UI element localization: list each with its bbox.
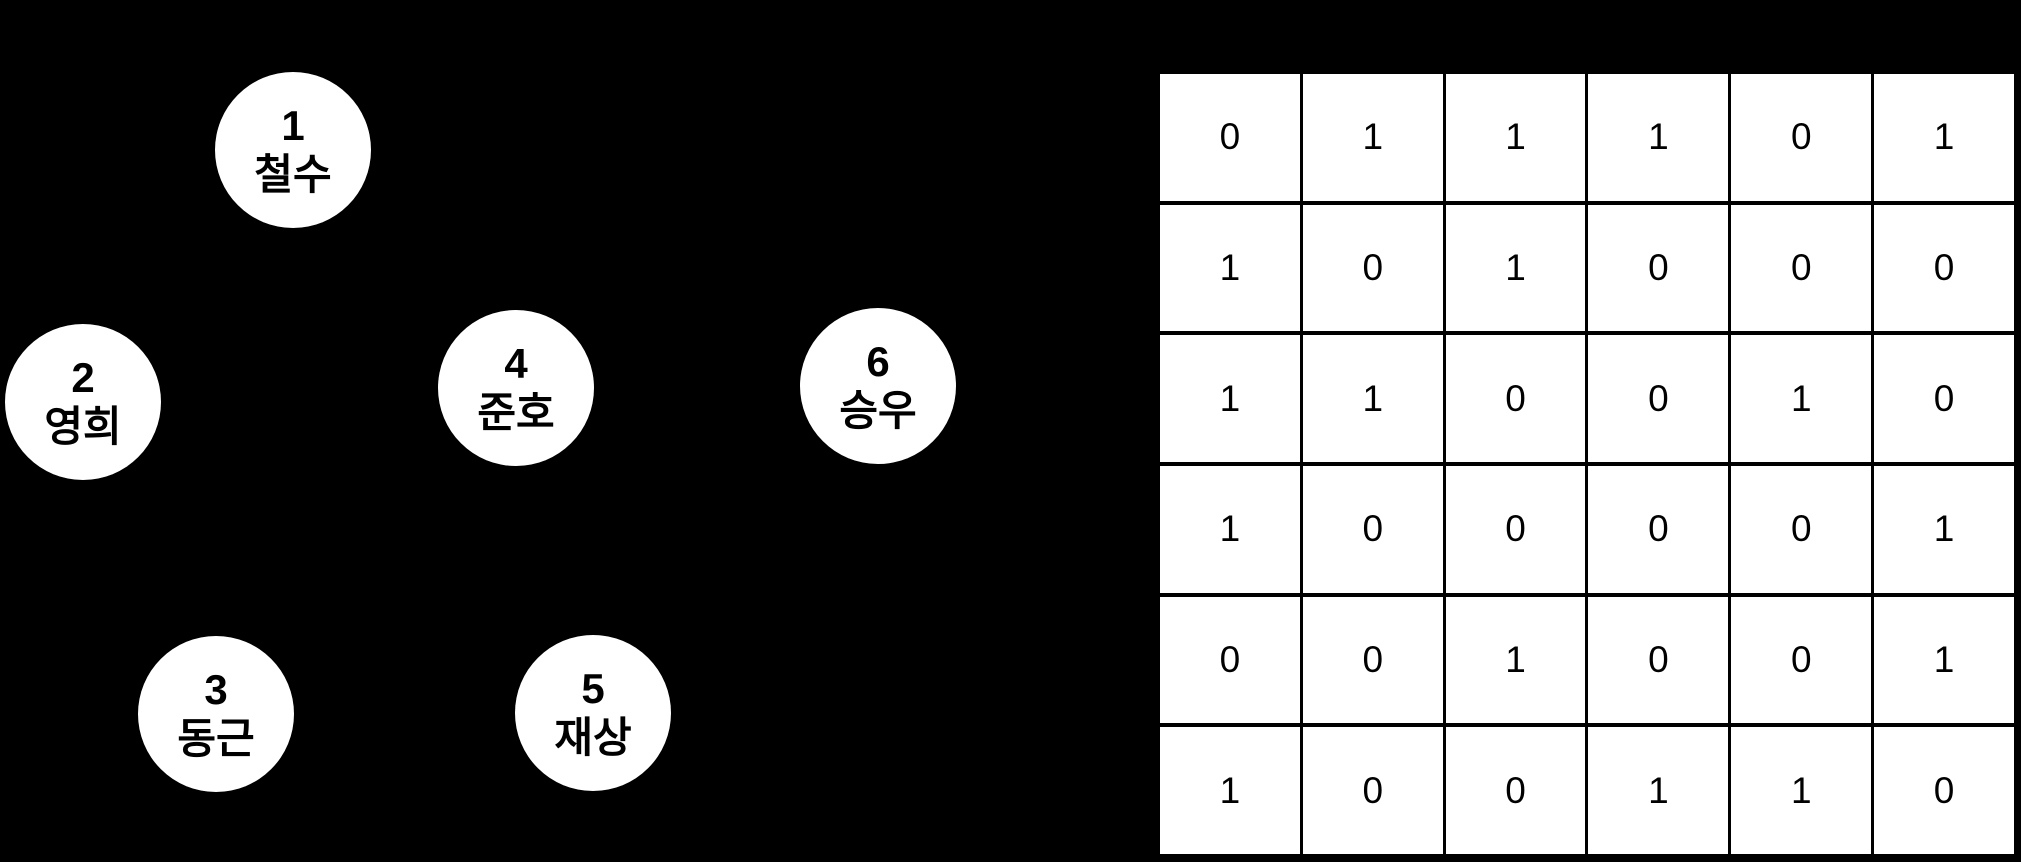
matrix-cell-1-2: 1 — [1302, 74, 1443, 201]
matrix-cell-4-4: 0 — [1588, 465, 1729, 593]
matrix-cell-1-1: 0 — [1160, 74, 1300, 201]
matrix-cell-2-6: 0 — [1874, 204, 2014, 332]
matrix-cell-2-3: 1 — [1445, 204, 1586, 332]
matrix-cell-3-6: 0 — [1874, 335, 2014, 462]
matrix-cell-2-4: 0 — [1588, 204, 1729, 332]
matrix-cell-5-5: 0 — [1731, 596, 1872, 724]
matrix-cell-2-1: 1 — [1160, 204, 1300, 332]
matrix-cell-1-4: 1 — [1588, 74, 1729, 201]
matrix-cell-3-4: 0 — [1588, 335, 1729, 462]
matrix-cell-3-1: 1 — [1160, 335, 1300, 462]
matrix-cell-6-1: 1 — [1160, 727, 1300, 854]
matrix-cell-6-5: 1 — [1731, 727, 1872, 854]
matrix-cell-6-4: 1 — [1588, 727, 1729, 854]
matrix-cell-3-3: 0 — [1445, 335, 1586, 462]
node-number: 4 — [504, 339, 528, 387]
matrix-cell-6-3: 0 — [1445, 727, 1586, 854]
node-number: 3 — [204, 665, 228, 713]
matrix-cell-5-3: 1 — [1445, 596, 1586, 724]
matrix-cell-6-2: 0 — [1302, 727, 1443, 854]
matrix-cell-4-3: 0 — [1445, 465, 1586, 593]
matrix-cell-2-2: 0 — [1302, 204, 1443, 332]
node-name: 승우 — [839, 387, 917, 434]
node-number: 6 — [866, 337, 890, 385]
node-name: 영희 — [44, 403, 122, 450]
matrix-cell-1-3: 1 — [1445, 74, 1586, 201]
matrix-cell-3-2: 1 — [1302, 335, 1443, 462]
matrix-cell-2-5: 0 — [1731, 204, 1872, 332]
matrix-cell-1-5: 0 — [1731, 74, 1872, 201]
matrix-cell-6-6: 0 — [1874, 727, 2014, 854]
matrix-cell-4-5: 0 — [1731, 465, 1872, 593]
matrix-cell-3-5: 1 — [1731, 335, 1872, 462]
matrix-cell-4-1: 1 — [1160, 465, 1300, 593]
node-number: 2 — [71, 353, 95, 401]
node-number: 5 — [581, 664, 605, 712]
matrix-cell-1-6: 1 — [1874, 74, 2014, 201]
matrix-cell-5-6: 1 — [1874, 596, 2014, 724]
node-name: 준호 — [477, 389, 555, 436]
node-name: 철수 — [254, 151, 332, 198]
matrix-cell-5-4: 0 — [1588, 596, 1729, 724]
matrix-cell-4-6: 1 — [1874, 465, 2014, 593]
node-name: 재상 — [554, 714, 632, 761]
matrix-cell-5-2: 0 — [1302, 596, 1443, 724]
matrix-cell-4-2: 0 — [1302, 465, 1443, 593]
node-number: 1 — [281, 101, 305, 149]
node-name: 동근 — [177, 715, 255, 762]
matrix-cell-5-1: 0 — [1160, 596, 1300, 724]
